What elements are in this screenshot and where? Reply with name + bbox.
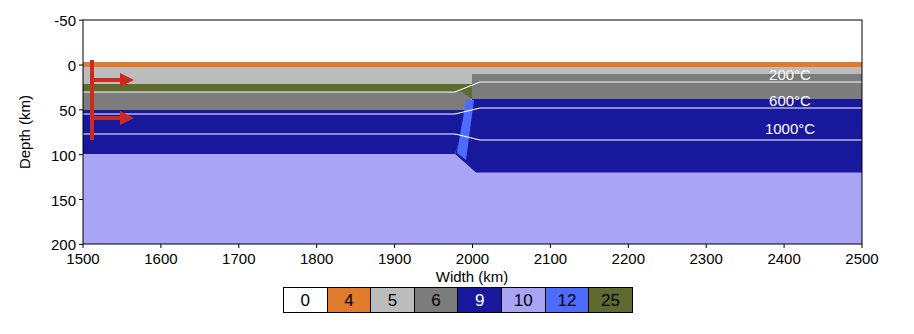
legend-swatch: 4 — [327, 287, 372, 313]
weak-zone — [457, 100, 474, 160]
legend-swatch: 6 — [414, 287, 459, 313]
x-tick-label: 2200 — [612, 251, 645, 266]
x-tick-label: 1700 — [222, 251, 255, 266]
sediment-layer — [83, 62, 862, 67]
left-upper-crust — [83, 67, 472, 84]
axis-ticks — [79, 20, 862, 248]
asthenosphere — [83, 62, 862, 244]
x-tick-label: 1800 — [300, 251, 333, 266]
left-mantle-lithosphere — [83, 110, 470, 154]
plot-frame — [83, 20, 862, 244]
legend-text: 9 — [475, 292, 484, 309]
isotherm-line — [83, 108, 862, 114]
x-tick-label: 2000 — [456, 251, 489, 266]
left-lower-crust — [83, 92, 472, 110]
legend-text: 6 — [431, 292, 440, 309]
boundary-velocity-line — [90, 60, 94, 140]
y-axis-title: Depth (km) — [17, 95, 32, 169]
x-tick-label: 1900 — [378, 251, 411, 266]
legend-text: 12 — [557, 292, 576, 309]
y-tick-label: 150 — [51, 192, 76, 207]
isotherm-label: 600°C — [769, 93, 811, 108]
arrow-head — [120, 73, 134, 87]
velocity-arrow — [92, 78, 122, 82]
legend-text: 10 — [514, 292, 533, 309]
y-tick-label: 100 — [51, 147, 76, 162]
left-middle-crust — [83, 84, 472, 92]
arrow-head — [120, 111, 134, 125]
legend-swatch: 0 — [283, 287, 328, 313]
legend-swatch: 5 — [370, 287, 415, 313]
y-tick-label: 50 — [59, 102, 76, 117]
legend-text: 25 — [601, 292, 620, 309]
y-tick-label: 0 — [68, 58, 76, 73]
legend-text: 0 — [301, 292, 310, 309]
x-tick-label: 2400 — [767, 251, 800, 266]
legend-swatch: 10 — [501, 287, 546, 313]
velocity-arrow — [92, 116, 122, 120]
legend-text: 5 — [388, 292, 397, 309]
isotherm-label: 1000°C — [765, 121, 815, 136]
x-tick-label: 2300 — [690, 251, 723, 266]
x-tick-label: 1500 — [66, 251, 99, 266]
x-tick-label: 1600 — [144, 251, 177, 266]
legend-swatch: 12 — [545, 287, 590, 313]
isotherm-line — [83, 134, 862, 140]
x-tick-label: 2500 — [845, 251, 878, 266]
legend-text: 4 — [344, 292, 353, 309]
legend-swatch: 25 — [588, 287, 633, 313]
isotherm-label: 200°C — [769, 67, 811, 82]
y-tick-label: -50 — [54, 13, 76, 28]
isotherm-line — [83, 82, 862, 92]
x-axis-title: Width (km) — [436, 269, 509, 284]
legend-swatch: 9 — [457, 287, 502, 313]
right-mantle-lithosphere — [455, 99, 862, 173]
x-tick-label: 2100 — [534, 251, 567, 266]
